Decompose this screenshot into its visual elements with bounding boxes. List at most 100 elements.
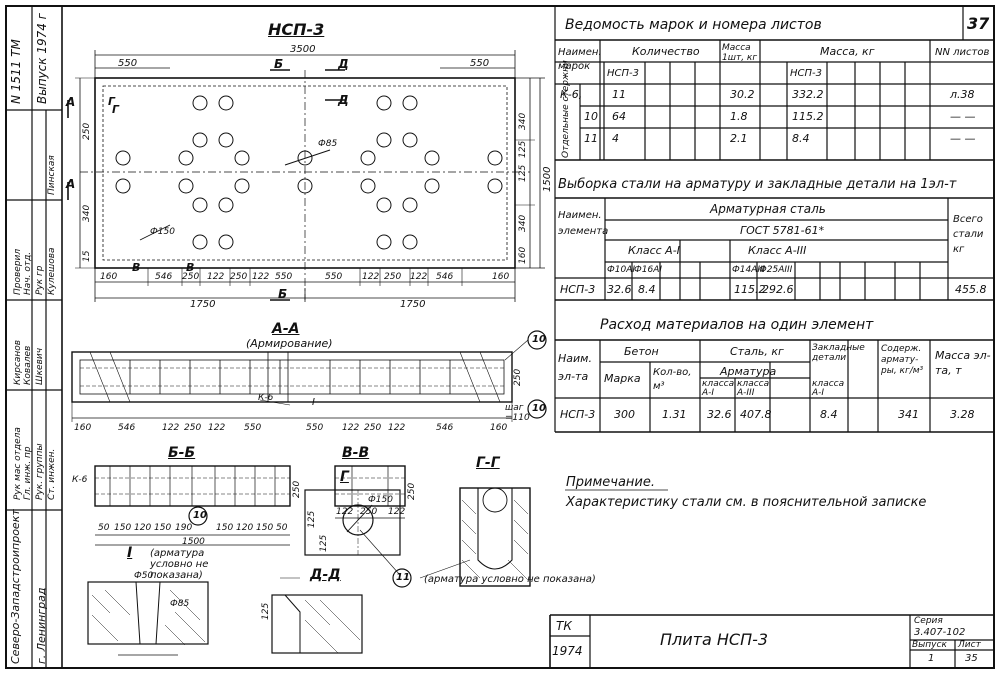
stamp-sheet-label: Лист xyxy=(958,640,981,650)
table1-h-nsp: НСП-3 xyxy=(607,68,639,79)
table3-r-mass: 3.28 xyxy=(950,408,975,421)
table3-r-content: 341 xyxy=(898,408,919,421)
stamp-series-label: Серия xyxy=(914,616,943,626)
vv-dim-2: 250 xyxy=(360,507,378,517)
table1-h-nsp2: НСП-3 xyxy=(790,68,822,79)
table3-h-c1: класса А-I xyxy=(702,379,735,398)
bb-dim-1: 50 xyxy=(98,523,110,533)
table1-r1-sheet: л.38 xyxy=(950,88,975,101)
note-text: Характеристику стали см. в пояснительной… xyxy=(566,495,927,510)
bb-total: 1500 xyxy=(182,537,205,547)
cut-label-g-1: Г xyxy=(108,95,116,108)
plan-dim-half-left: 1750 xyxy=(190,299,216,310)
callout-10-aa: 10 xyxy=(532,334,546,345)
table1-h-unit: Масса 1шт, кг xyxy=(722,43,758,63)
table2-h-total: Всего стали кг xyxy=(953,214,984,255)
table2-h-sub3: Ф14АIII xyxy=(732,265,766,275)
table1-r3-unit: 2.1 xyxy=(730,132,748,145)
table3-h-mass: Масса эл-та, т xyxy=(935,349,991,377)
table3-r-elem: НСП-3 xyxy=(560,408,596,421)
section-aa-title: А-А xyxy=(272,321,300,337)
table2-h-elem: Наимен. элемента xyxy=(558,210,609,237)
plan-pin-label: Ф150 xyxy=(150,227,175,237)
table3-r-embed: 8.4 xyxy=(820,408,838,421)
table2-h-gost: ГОСТ 5781-61* xyxy=(740,224,825,237)
bb-dim-9: 50 xyxy=(276,523,288,533)
plan-dim-top-right: 550 xyxy=(470,58,490,69)
aa-dim-7: 550 xyxy=(306,423,324,433)
table2-r-v3: 115.2 xyxy=(734,283,766,296)
detail-i-title: I xyxy=(127,545,133,561)
plan-dim-b-11: 122 xyxy=(410,272,428,282)
table1-h-mass: Масса, кг xyxy=(820,45,875,58)
stamp-sheet-value: 35 xyxy=(965,653,978,664)
section-bb-title: Б-Б xyxy=(168,445,196,461)
bb-dim-4: 150 xyxy=(154,523,172,533)
stamp-issue-label: Выпуск xyxy=(912,640,947,650)
table1-r1-mass: 332.2 xyxy=(792,88,824,101)
note-11: (арматура условно не показана) xyxy=(424,574,596,585)
bb-dim-5: 190 xyxy=(175,523,193,533)
detail-i-diam2: Ф50 xyxy=(134,571,154,581)
table3-h-elem: Наим. эл-та xyxy=(558,352,592,383)
table3-h-steel: Сталь, кг xyxy=(730,345,784,358)
aa-dim-8: 122 xyxy=(342,423,360,433)
stamp-title: Плита НСП-3 xyxy=(660,630,769,649)
table1-r3-qty: 4 xyxy=(612,132,619,145)
cut-label-a-2: А xyxy=(66,177,76,191)
section-aa-step-value: =110 xyxy=(505,413,530,423)
aa-dim-2: 546 xyxy=(118,423,136,433)
plan-dim-b-7: 550 xyxy=(275,272,293,282)
table3-r-c3: 407.8 xyxy=(740,408,772,421)
section-gg-title: Г-Г xyxy=(476,455,500,471)
table1-r2-qty: 64 xyxy=(612,110,626,123)
bb-dim-7: 120 xyxy=(236,523,254,533)
table2-h-sub2: Ф16АI xyxy=(634,265,663,275)
table3-h-c3: класса А-III xyxy=(737,379,770,398)
callout-10-t3: 10 xyxy=(532,403,546,414)
aa-dim-4: 250 xyxy=(184,423,202,433)
plan-dim-b-6: 122 xyxy=(252,272,270,282)
bb-dim-6: 150 xyxy=(216,523,234,533)
table1-r3-pos: 11 xyxy=(584,132,598,145)
detail-g-title: Г xyxy=(340,469,349,485)
table1-r1-mark: К-6, xyxy=(560,88,583,101)
stamp-tk: ТК xyxy=(556,619,572,633)
table2-r-v2: 8.4 xyxy=(638,283,656,296)
table2-r-v1: 32.6 xyxy=(607,283,632,296)
cut-label-b-top: Б xyxy=(274,57,284,71)
plan-dim-b-5: 250 xyxy=(230,272,248,282)
table1-r3-mass: 8.4 xyxy=(792,132,810,145)
table2-h-sub4: Ф25АIII xyxy=(759,265,793,275)
cut-label-g-2: Г xyxy=(112,103,120,116)
aa-dim-9: 250 xyxy=(364,423,382,433)
plan-dim-b-12: 546 xyxy=(436,272,454,282)
plan-dim-total: 3500 xyxy=(290,44,316,55)
table1-r1-qty: 11 xyxy=(612,88,626,101)
table2-r-v4: 292.6 xyxy=(762,283,794,296)
stamp-year: 1974 xyxy=(552,644,583,658)
section-aa-subtitle: (Армирование) xyxy=(246,337,333,350)
aa-dim-3: 122 xyxy=(162,423,180,433)
cut-label-d-bottom: Д xyxy=(338,93,349,107)
table3-r-grade: 300 xyxy=(614,408,635,421)
vv-dim-1: 122 xyxy=(336,507,354,517)
table3-h-embed: Закладные детали xyxy=(812,343,865,363)
plan-title: НСП-3 xyxy=(268,20,325,39)
table3-h-vol: Кол-во, м³ xyxy=(653,367,692,392)
bb-dim-3: 120 xyxy=(134,523,152,533)
table3-h-rebar: Арматура xyxy=(720,365,777,378)
vv-dim-3: 122 xyxy=(388,507,406,517)
table3-h-concrete: Бетон xyxy=(624,345,659,358)
table2-h-sub1: Ф10АI xyxy=(607,265,636,275)
section-aa-step: шаг xyxy=(505,403,524,413)
note-title: Примечание. xyxy=(566,475,656,490)
section-aa-label-i: I xyxy=(312,397,315,408)
cut-label-d-top: Д xyxy=(338,57,349,71)
table2-h-steel: Арматурная сталь xyxy=(710,202,826,216)
table1-r2-unit: 1.8 xyxy=(730,110,748,123)
plan-dim-top-left: 550 xyxy=(118,58,138,69)
bb-dim-8: 150 xyxy=(256,523,274,533)
